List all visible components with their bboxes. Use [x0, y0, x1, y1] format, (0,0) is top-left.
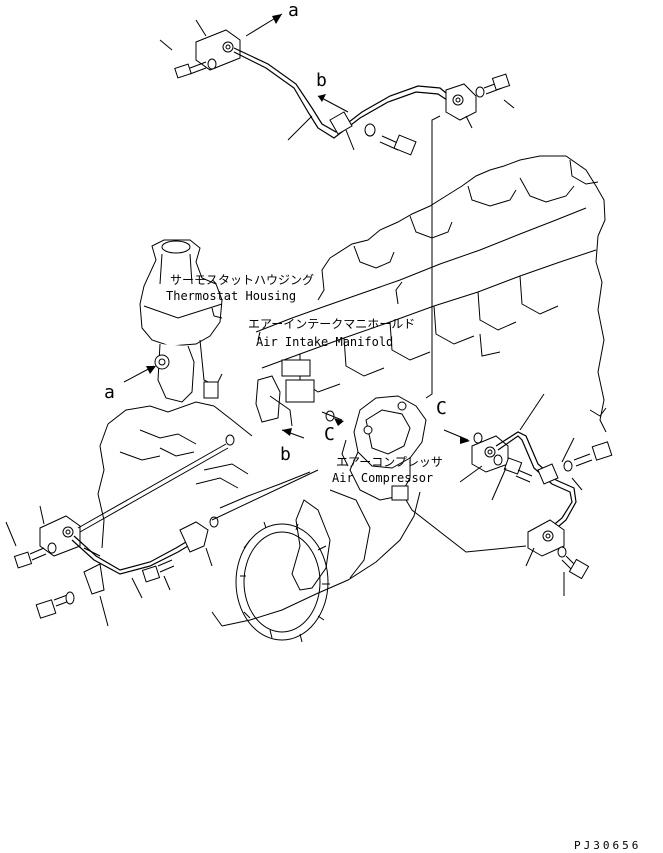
washer	[225, 434, 235, 446]
banjo-fitting	[452, 94, 464, 106]
arrow-head	[318, 94, 326, 102]
ref-b-mid: b	[280, 444, 291, 465]
pipe-bracket	[195, 29, 241, 71]
thermostat-label-jp: サーモスタットハウジング	[170, 273, 314, 287]
compressor-port	[391, 485, 409, 501]
washer	[207, 58, 217, 70]
flange-boss	[281, 359, 311, 377]
thermostat-housing	[139, 239, 223, 403]
ref-a-left: a	[104, 382, 115, 403]
banjo-fitting	[222, 41, 234, 53]
bolt	[483, 73, 511, 95]
washer	[325, 410, 335, 422]
arrow-head	[146, 366, 156, 374]
compressor-label-jp: エアーコンプレッサ	[336, 455, 443, 469]
bolt	[379, 134, 417, 156]
pipe-fitting	[179, 521, 209, 553]
upper-water-pipe	[159, 19, 515, 399]
ref-c-mid: C	[324, 424, 335, 445]
banjo-fitting	[484, 446, 496, 458]
thermostat-label-en: Thermostat Housing	[166, 289, 296, 303]
washer	[364, 123, 376, 137]
banjo-fitting	[542, 530, 554, 542]
ref-c-right: C	[436, 398, 447, 419]
arrow-head	[282, 428, 292, 436]
housing-stub	[203, 381, 219, 399]
reference-arrows	[123, 13, 470, 444]
pipe-clamp	[83, 563, 105, 595]
flange-boss	[285, 379, 315, 403]
washer	[493, 454, 503, 466]
washer	[65, 591, 75, 605]
compressor-port	[397, 401, 407, 411]
pipe-clamp	[537, 463, 559, 485]
compressor-port	[363, 425, 373, 435]
arrow-head	[272, 14, 282, 24]
pipe-clamp	[329, 111, 353, 135]
bolt	[13, 547, 47, 569]
drawing-code: PJ30656	[574, 839, 641, 852]
air-compressor	[325, 395, 527, 553]
bolt	[141, 559, 175, 583]
bolt	[573, 441, 613, 467]
washer	[47, 542, 57, 554]
washer	[209, 516, 219, 528]
manifold-label-en: Air Intake Manifold	[256, 335, 393, 349]
washer	[473, 432, 483, 444]
banjo-fitting	[62, 526, 74, 538]
washer	[475, 86, 485, 98]
bolt	[503, 457, 533, 483]
ref-a-top: a	[288, 0, 299, 21]
bolt-head	[154, 354, 170, 370]
compressor-pipe	[459, 393, 613, 596]
bolt	[174, 61, 207, 79]
manifold-label-jp: エアーインテークマニホールド	[248, 317, 415, 331]
ref-b-top: b	[316, 70, 327, 91]
compressor-label-en: Air Compressor	[332, 471, 433, 485]
arrow-head	[460, 436, 470, 444]
washer	[563, 460, 573, 472]
arrow-head	[334, 418, 344, 426]
bolt	[561, 555, 590, 580]
lower-left-pipe	[5, 434, 319, 627]
engine-outline	[97, 155, 607, 643]
washer	[557, 546, 567, 558]
